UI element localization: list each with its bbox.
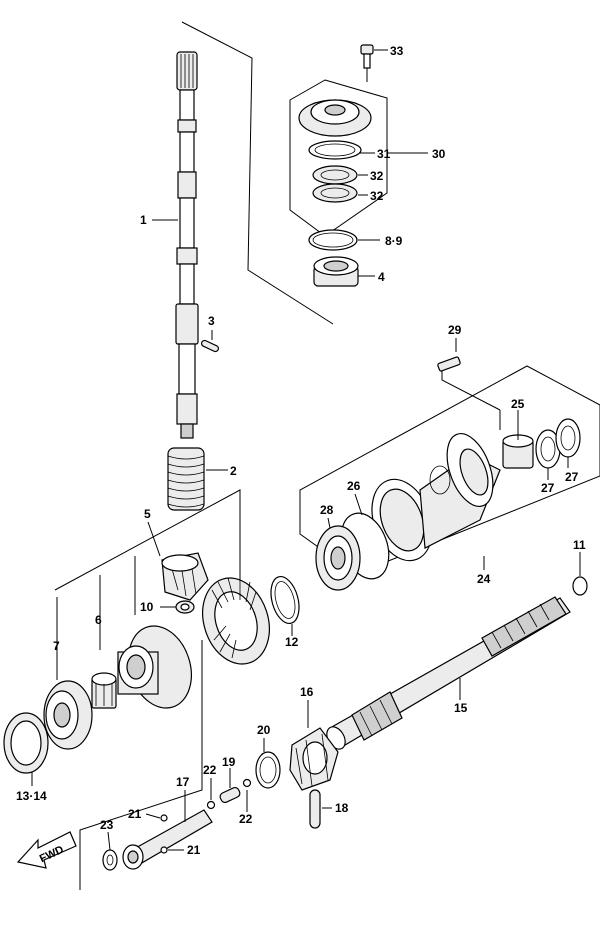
callout-32a: 32 bbox=[370, 169, 384, 183]
callout-labels: 1 2 3 4 5 6 7 8·9 10 11 12 13·14 15 16 1… bbox=[16, 44, 586, 857]
callout-33: 33 bbox=[390, 44, 404, 58]
ball-21a bbox=[160, 814, 168, 822]
callout-32b: 32 bbox=[370, 189, 384, 203]
callout-24: 24 bbox=[477, 572, 491, 586]
callout-19: 19 bbox=[222, 755, 236, 769]
callout-12: 12 bbox=[285, 635, 299, 649]
callout-29: 29 bbox=[448, 323, 462, 337]
callout-13-14: 13·14 bbox=[16, 789, 47, 803]
coil-spring bbox=[167, 447, 205, 511]
callout-6: 6 bbox=[95, 613, 102, 627]
callout-30: 30 bbox=[432, 147, 446, 161]
nut-10 bbox=[175, 600, 195, 614]
drive-shaft bbox=[175, 51, 199, 439]
callout-21b: 21 bbox=[187, 843, 201, 857]
gear-case-housing bbox=[299, 356, 600, 575]
callout-3: 3 bbox=[208, 314, 215, 328]
bearing-housing-group bbox=[289, 44, 388, 237]
ball-22a bbox=[206, 800, 216, 810]
shim-13-14 bbox=[3, 712, 49, 774]
callout-10: 10 bbox=[140, 600, 154, 614]
callout-27a: 27 bbox=[541, 481, 555, 495]
housing-bearing bbox=[502, 434, 534, 469]
needle-bearing bbox=[91, 672, 117, 709]
callout-26: 26 bbox=[347, 479, 361, 493]
callout-25: 25 bbox=[511, 397, 525, 411]
ring-23 bbox=[102, 849, 118, 871]
callout-5: 5 bbox=[144, 507, 151, 521]
callout-22a: 22 bbox=[203, 763, 217, 777]
callout-2: 2 bbox=[230, 464, 237, 478]
callout-23: 23 bbox=[100, 818, 114, 832]
bearing-7 bbox=[43, 680, 93, 750]
callout-4: 4 bbox=[378, 270, 385, 284]
callout-17: 17 bbox=[176, 775, 190, 789]
forward-gear bbox=[202, 577, 270, 665]
clutch-dog bbox=[289, 727, 339, 791]
callout-27b: 27 bbox=[565, 470, 579, 484]
bearing-28 bbox=[315, 525, 361, 591]
callout-16: 16 bbox=[300, 685, 314, 699]
ball-21b bbox=[160, 846, 168, 854]
reverse-gear bbox=[117, 625, 192, 709]
callout-15: 15 bbox=[454, 701, 468, 715]
callout-7: 7 bbox=[53, 639, 60, 653]
push-rod bbox=[122, 809, 213, 870]
callout-8-9: 8·9 bbox=[385, 234, 403, 248]
ball-bearing bbox=[313, 256, 359, 287]
ball-22b bbox=[242, 778, 252, 788]
o-ring bbox=[308, 229, 358, 251]
propeller-shaft bbox=[326, 596, 571, 750]
callout-31: 31 bbox=[377, 147, 391, 161]
callout-21a: 21 bbox=[128, 807, 142, 821]
callout-20: 20 bbox=[257, 723, 271, 737]
o-ring-12 bbox=[270, 575, 300, 625]
small-spring-19 bbox=[219, 786, 241, 804]
pin bbox=[200, 339, 220, 353]
fwd-arrow-icon: FWD bbox=[16, 831, 77, 869]
pin-18 bbox=[309, 789, 321, 829]
callout-1: 1 bbox=[140, 213, 147, 227]
callout-22b: 22 bbox=[239, 812, 253, 826]
pinion-gear bbox=[161, 552, 209, 601]
callout-18: 18 bbox=[335, 801, 349, 815]
seal-27b bbox=[555, 418, 581, 458]
callout-11: 11 bbox=[573, 538, 586, 552]
callout-leaders bbox=[31, 49, 581, 851]
ring-11 bbox=[572, 576, 588, 596]
callout-28: 28 bbox=[320, 503, 334, 517]
